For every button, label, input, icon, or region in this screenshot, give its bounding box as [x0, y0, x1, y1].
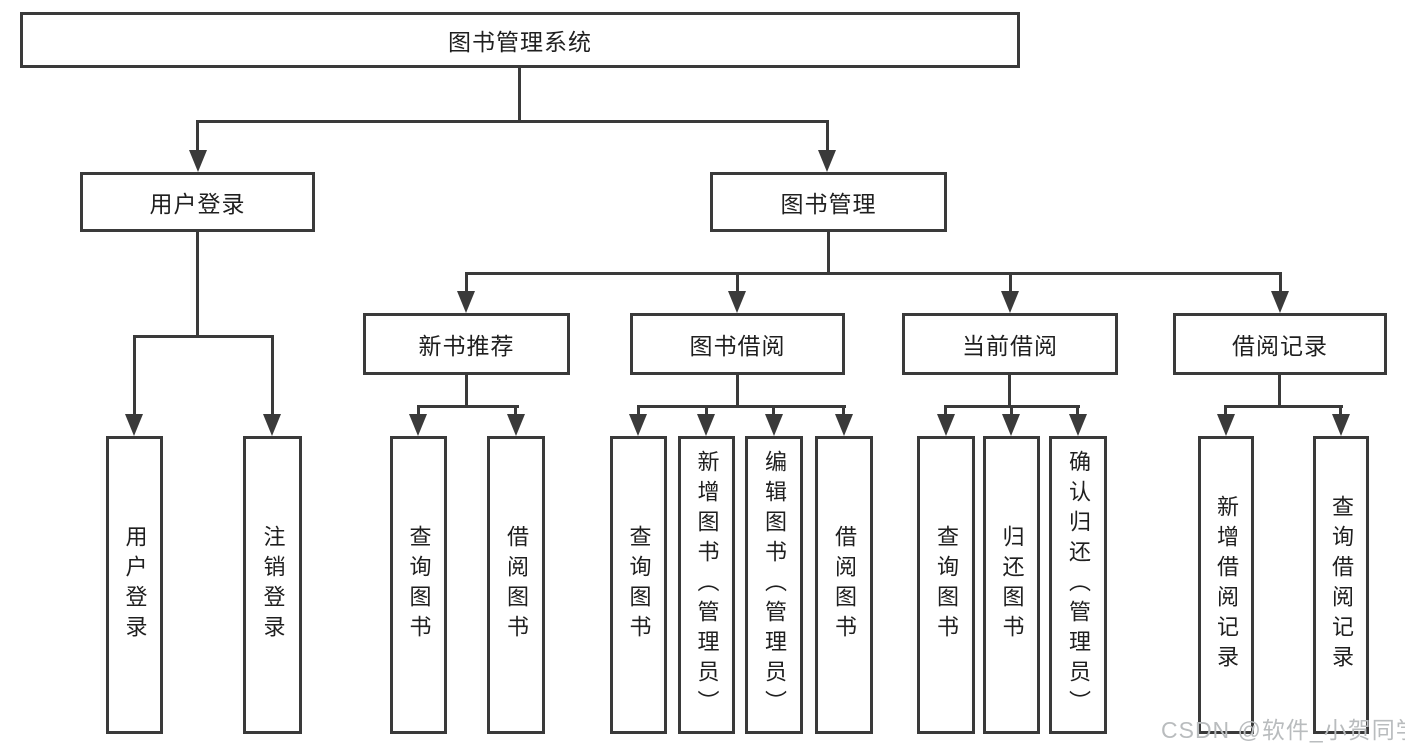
node-new-book-recommend-label: 新书推荐 [418, 333, 515, 359]
node-book-management: 图书管理 [710, 172, 947, 232]
node-book-borrowing-label: 图书借阅 [689, 333, 786, 359]
arrow-down-icon [1069, 414, 1087, 436]
leaf-confirm-return-admin: 确认归还（管理员） [1049, 436, 1107, 734]
connector-line [417, 405, 420, 416]
leaf-query-books-recommend-label: 查询图书 [406, 525, 432, 645]
arrow-down-icon [125, 414, 143, 436]
arrow-down-icon [263, 414, 281, 436]
connector-line [637, 405, 640, 416]
arrow-down-icon [1332, 414, 1350, 436]
leaf-logout: 注销登录 [243, 436, 302, 734]
leaf-query-books-current-label: 查询图书 [934, 525, 959, 645]
node-current-borrowing-label: 当前借阅 [962, 333, 1058, 359]
connector-line [465, 272, 468, 294]
arrow-down-icon [1001, 291, 1019, 313]
leaf-query-borrow-record: 查询借阅记录 [1313, 436, 1369, 734]
arrow-down-icon [457, 291, 475, 313]
node-root-system-label: 图书管理系统 [448, 29, 592, 55]
leaf-add-borrow-record: 新增借阅记录 [1198, 436, 1254, 734]
node-root-system: 图书管理系统 [20, 12, 1020, 68]
leaf-add-borrow-record-label: 新增借阅记录 [1214, 495, 1239, 675]
connector-line [1339, 405, 1342, 416]
node-book-borrowing: 图书借阅 [630, 313, 845, 375]
leaf-borrow-books-recommend: 借阅图书 [487, 436, 545, 734]
leaf-query-books-borrowing: 查询图书 [610, 436, 667, 734]
node-new-book-recommend: 新书推荐 [363, 313, 570, 375]
arrow-down-icon [1217, 414, 1235, 436]
arrow-down-icon [189, 150, 207, 172]
arrow-down-icon [835, 414, 853, 436]
connector-line [842, 405, 845, 416]
leaf-return-books: 归还图书 [983, 436, 1040, 734]
leaf-query-books-recommend: 查询图书 [390, 436, 447, 734]
arrow-down-icon [728, 291, 746, 313]
connector-line [1009, 272, 1012, 294]
connector-line [1279, 272, 1282, 294]
arrow-down-icon [629, 414, 647, 436]
connector-line [197, 120, 829, 123]
leaf-edit-books-admin-label: 编辑图书（管理员） [762, 450, 787, 720]
connector-line [826, 120, 829, 152]
connector-line [736, 272, 739, 294]
node-user-login: 用户登录 [80, 172, 315, 232]
arrow-down-icon [765, 414, 783, 436]
leaf-borrow-books-borrowing: 借阅图书 [815, 436, 873, 734]
leaf-confirm-return-admin-label: 确认归还（管理员） [1066, 450, 1091, 720]
connector-line [196, 232, 199, 337]
connector-line [1008, 375, 1011, 407]
leaf-user-login: 用户登录 [106, 436, 163, 734]
node-book-management-label: 图书管理 [780, 191, 877, 217]
leaf-query-books-current: 查询图书 [917, 436, 975, 734]
arrow-down-icon [1271, 291, 1289, 313]
connector-line [1278, 375, 1281, 407]
leaf-add-books-admin-label: 新增图书（管理员） [694, 450, 720, 720]
connector-line [133, 335, 136, 416]
leaf-query-books-borrowing-label: 查询图书 [626, 525, 652, 645]
connector-line [705, 405, 708, 416]
node-current-borrowing: 当前借阅 [902, 313, 1118, 375]
arrow-down-icon [507, 414, 525, 436]
connector-line [1076, 405, 1079, 416]
arrow-down-icon [1002, 414, 1020, 436]
leaf-borrow-books-recommend-label: 借阅图书 [504, 525, 529, 645]
connector-line [196, 120, 199, 152]
leaf-borrow-books-borrowing-label: 借阅图书 [832, 525, 857, 645]
leaf-add-books-admin: 新增图书（管理员） [678, 436, 735, 734]
leaf-user-login-label: 用户登录 [122, 525, 148, 645]
connector-line [736, 375, 739, 407]
connector-line [133, 335, 274, 338]
connector-line [417, 405, 519, 408]
connector-line [465, 375, 468, 407]
connector-line [271, 335, 274, 416]
connector-line [1224, 405, 1227, 416]
leaf-query-borrow-record-label: 查询借阅记录 [1329, 495, 1354, 675]
leaf-logout-label: 注销登录 [260, 525, 286, 645]
connector-line [518, 68, 521, 122]
connector-line [637, 405, 846, 408]
node-user-login-label: 用户登录 [149, 191, 246, 217]
connector-line [827, 232, 830, 274]
arrow-down-icon [409, 414, 427, 436]
node-borrow-records-label: 借阅记录 [1232, 333, 1328, 359]
connector-line [944, 405, 947, 416]
connector-line [1224, 405, 1343, 408]
arrow-down-icon [818, 150, 836, 172]
connector-line [514, 405, 517, 416]
arrow-down-icon [697, 414, 715, 436]
leaf-return-books-label: 归还图书 [999, 525, 1025, 645]
connector-line [465, 272, 1281, 275]
arrow-down-icon [937, 414, 955, 436]
leaf-edit-books-admin: 编辑图书（管理员） [745, 436, 803, 734]
connector-line [772, 405, 775, 416]
connector-line [1010, 405, 1013, 416]
csdn-watermark: CSDN @软件_小贺同学 [1161, 717, 1405, 743]
node-borrow-records: 借阅记录 [1173, 313, 1387, 375]
